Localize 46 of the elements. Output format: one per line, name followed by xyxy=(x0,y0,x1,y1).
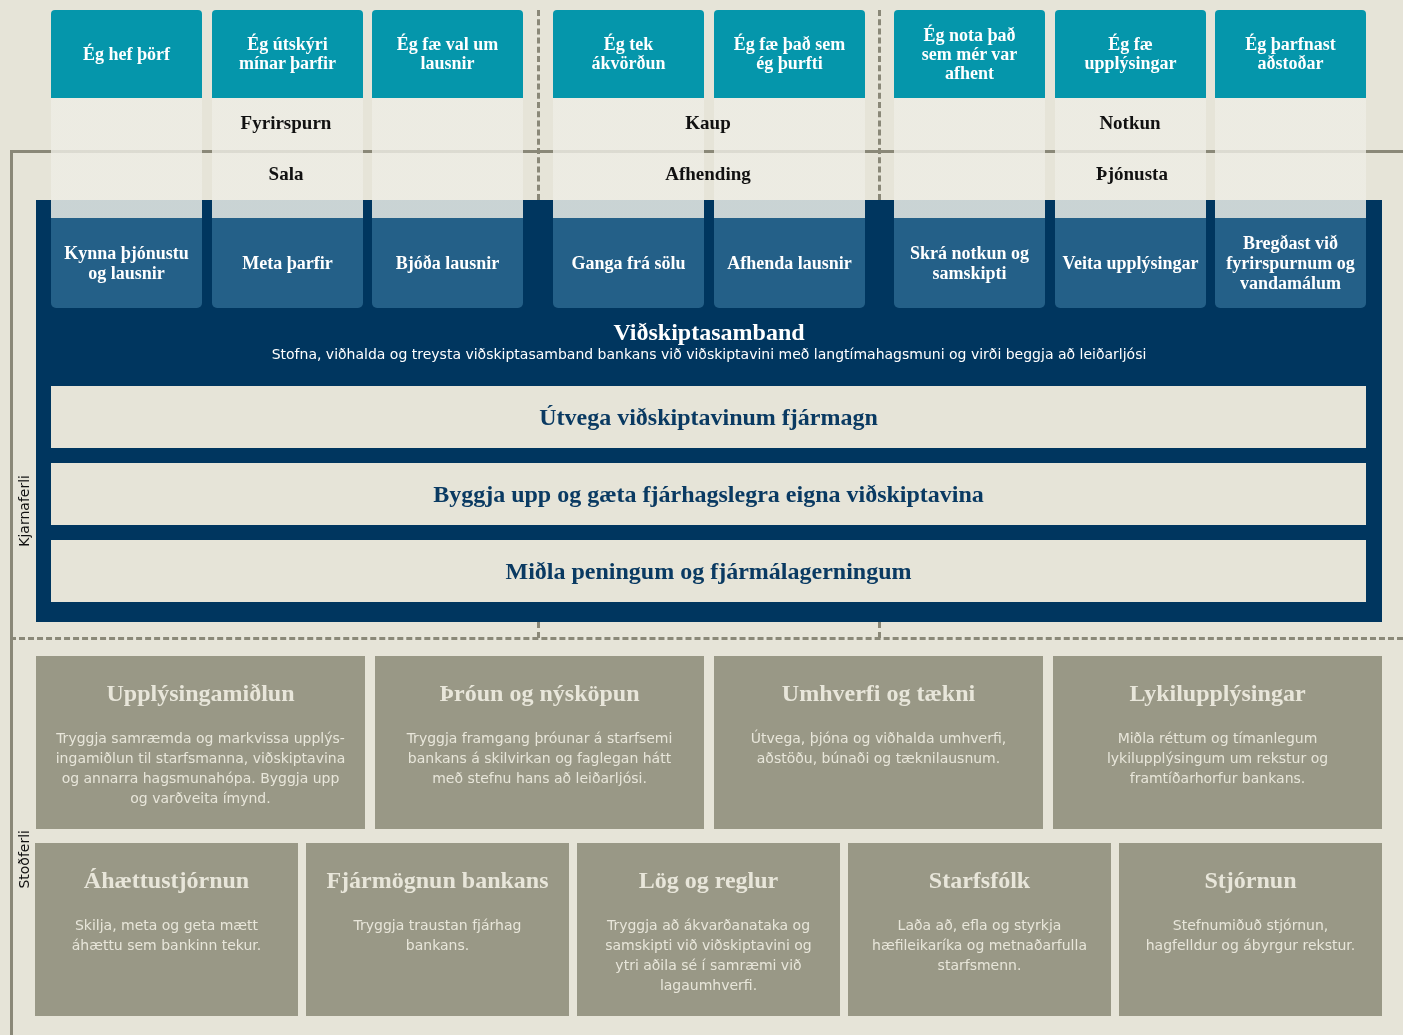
phase-label: Sala xyxy=(268,163,304,185)
box-title: Lög og reglur xyxy=(637,867,780,894)
support-box xyxy=(306,843,569,1016)
phase-label: Þjónusta xyxy=(1096,163,1168,185)
step-box: Ég fæ val um lausnir xyxy=(372,10,523,218)
step-box: Ég nota það sem mér var afhent xyxy=(894,10,1045,218)
box-text: Skilja, meta og geta mætt áhættu sem bankinn tekur. xyxy=(70,916,263,955)
process-bar: Útvega viðskiptavinum fjármagn xyxy=(51,386,1366,448)
box-title: Áhættustjórnun xyxy=(82,867,251,894)
step-box: Ég þarfnast aðstoðar xyxy=(1215,10,1366,218)
box-title: Starfsfólk xyxy=(927,867,1032,894)
box-title: Fjármögnun bankans xyxy=(325,867,550,894)
support-box xyxy=(35,843,298,1016)
support-box xyxy=(848,843,1111,1016)
section-label: Kjarnaferli xyxy=(16,475,32,547)
panel-subtitle: Stofna, viðhalda og treysta viðskiptasamband bankans við viðskiptavini með langtímahagsmuni og virði beggja að leiðarljósi xyxy=(270,346,1148,362)
phase-label: Kaup xyxy=(685,112,731,134)
phase-label: Fyrirspurn xyxy=(240,112,332,134)
box-text: Tryggja traustan fjárhag bankans. xyxy=(352,916,523,955)
phase-label: Afhending xyxy=(665,163,751,185)
phase-label: Notkun xyxy=(1099,112,1161,134)
box-title: Þróun og nýsköpun xyxy=(438,680,641,707)
support-box xyxy=(375,656,704,829)
box-text: Tryggja framgang þróunar á starfsemi bankans á skilvirkan og faglegan hátt með stefnu hans að leiðarljósi. xyxy=(405,729,674,788)
process-region xyxy=(10,150,1403,640)
support-box xyxy=(577,843,840,1016)
panel-title: Viðskiptasamband xyxy=(612,319,806,346)
box-text: Útvega, þjóna og viðhalda umhverfi, aðstöðu, búnaði og tæknilausnum. xyxy=(749,728,1008,768)
box-text: Laða að, efla og styrkja hæfileikaríka og metnaðarfulla starfsmenn. xyxy=(871,916,1088,975)
step-box: Ég hef þörf xyxy=(51,10,202,218)
support-box xyxy=(714,656,1043,829)
box-title: Umhverfi og tækni xyxy=(780,680,977,707)
relationship-panel xyxy=(36,200,1382,622)
process-bar: Miðla peningum og fjármálagerningum xyxy=(51,540,1366,602)
box-title: Upplýsingamiðlun xyxy=(105,680,296,707)
section-label: Stoðferli xyxy=(16,830,32,889)
support-box xyxy=(1119,843,1382,1016)
box-title: Stjórnun xyxy=(1203,867,1298,894)
box-text: Miðla réttum og tímanlegum lykilupplýsingum um rekstur og framtíðarhorfur bankans. xyxy=(1105,729,1330,788)
box-text: Tryggja samræmda og markvissa upplýs-ingamiðlun til starfsmanna, viðskiptavina og annarra hagsmunahópa. Byggja upp og varðveita ímynd. xyxy=(54,729,347,808)
box-title: Lykilupplýsingar xyxy=(1128,680,1307,707)
process-bar: Byggja upp og gæta fjárhagslegra eigna viðskiptavina xyxy=(51,463,1366,525)
support-box xyxy=(1053,656,1382,829)
support-box xyxy=(36,656,365,829)
box-text: Tryggja að ákvarðanataka og samskipti við viðskiptavini og ytri aðila sé í samræmi við lagaumhverfi. xyxy=(604,916,813,995)
box-text: Stefnumiðuð stjórnun, hagfelldur og ábyrgur rekstur. xyxy=(1144,916,1357,955)
